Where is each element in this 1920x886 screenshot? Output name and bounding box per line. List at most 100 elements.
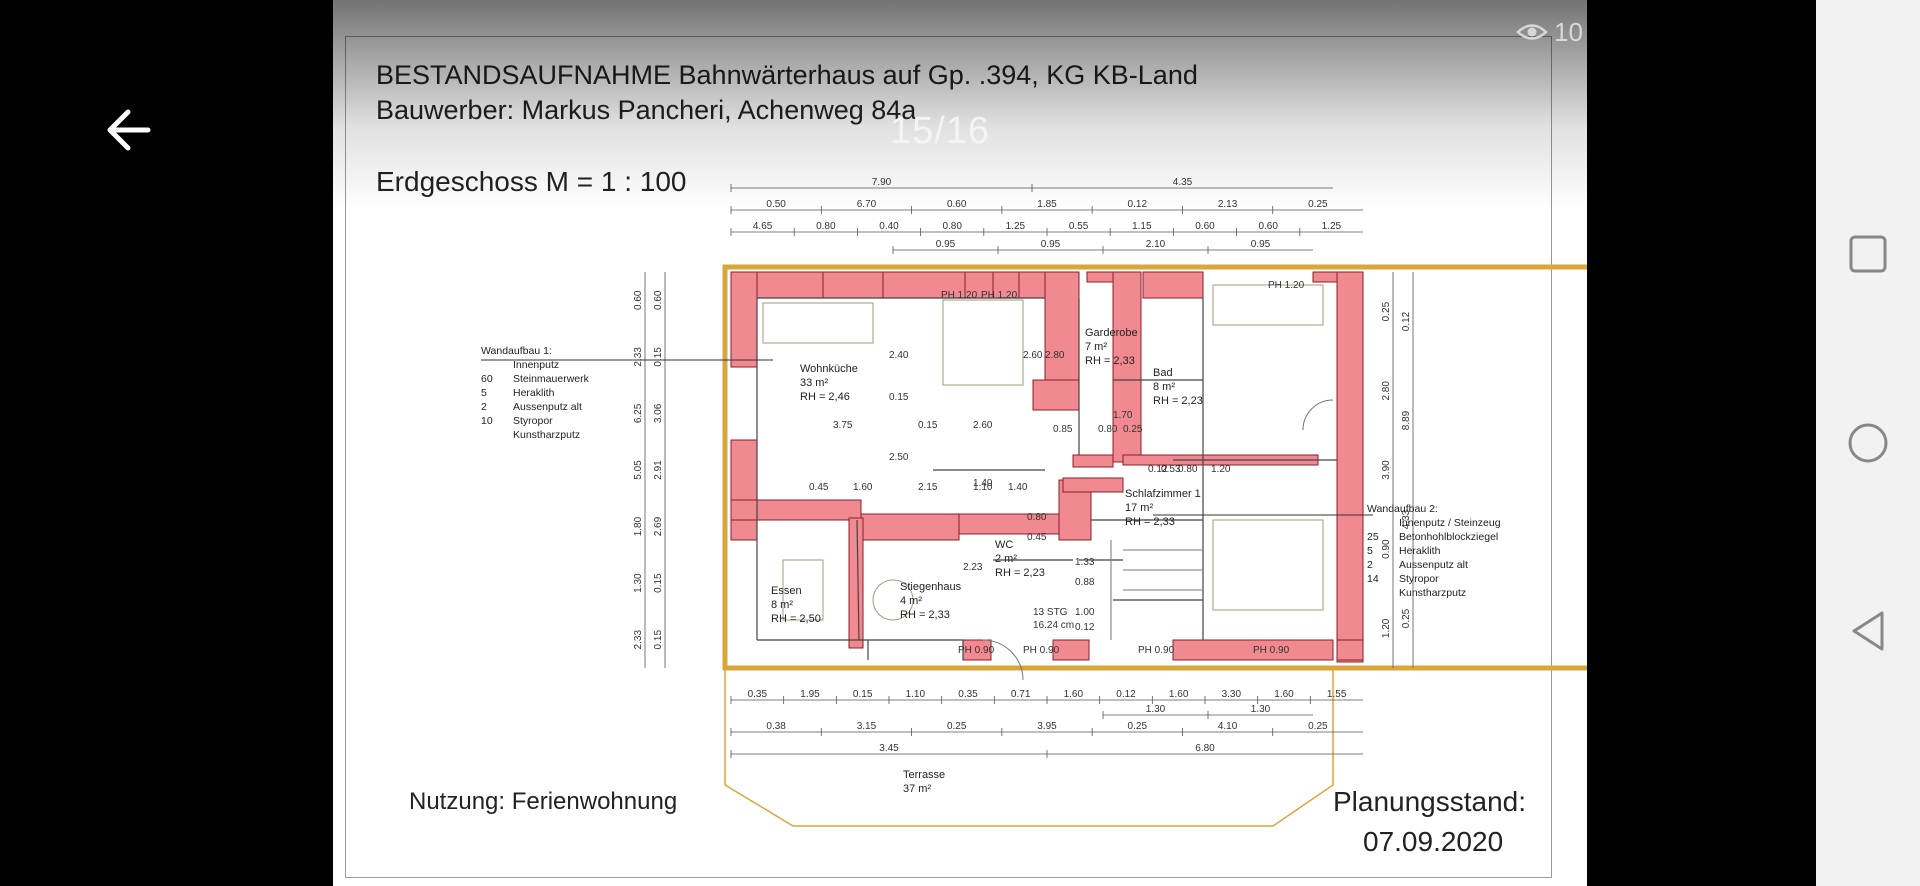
wall-segment	[1336, 639, 1364, 661]
dimension-label-right: 0.25	[1381, 301, 1392, 321]
inner-dimension-label: PH 0.90	[1253, 645, 1290, 656]
home-button[interactable]	[1838, 413, 1898, 473]
dimension-label-top: 0.50	[766, 199, 786, 210]
room-label-wohnkueche: RH = 2,46	[800, 391, 850, 403]
dimension-label-bottom: 0.25	[1128, 721, 1148, 732]
dimension-label-left: 0.15	[653, 573, 664, 593]
wall-segment	[1312, 271, 1340, 283]
circle-icon	[1848, 423, 1888, 463]
dimension-label-bottom: 3.95	[1037, 721, 1057, 732]
wall-segment	[848, 517, 864, 649]
dimension-label-top: 0.80	[816, 221, 836, 232]
room-label-terrasse: Terrasse	[903, 769, 945, 781]
terrace-outline	[724, 668, 1334, 827]
dimension-label-bottom: 3.15	[857, 721, 877, 732]
dining-table	[872, 579, 914, 621]
inner-dimension-label: 0.25	[1123, 424, 1143, 435]
inner-dimension-label: 1.60	[853, 482, 873, 493]
room-label-bad: 8 m²	[1153, 381, 1175, 393]
wandaufbau1-thickness: 60	[481, 373, 493, 385]
square-icon	[1849, 235, 1887, 273]
wandaufbau2-material: Kunstharzputz	[1399, 587, 1466, 599]
back-button[interactable]	[100, 100, 160, 160]
dimension-label-top: 1.15	[1132, 221, 1152, 232]
wall-segment	[730, 271, 758, 368]
dimension-label-left: 0.60	[653, 290, 664, 310]
dimension-label-bottom: 1.60	[1169, 689, 1189, 700]
walls	[722, 264, 1587, 827]
room-label-schlafzimmer: Schlafzimmer 1	[1125, 488, 1201, 500]
room-label-garderobe: 7 m²	[1085, 341, 1107, 353]
dimension-label-bottom: 0.71	[1011, 689, 1031, 700]
inner-dimension-label: 1.33	[1075, 557, 1095, 568]
interior-line	[856, 519, 860, 641]
wandaufbau1-material: Heraklith	[513, 387, 555, 399]
dimension-label-left: 0.60	[633, 290, 644, 310]
wandaufbau2-material: Heraklith	[1399, 545, 1441, 557]
dimension-label-top: 0.40	[879, 221, 899, 232]
wandaufbau1-material: Kunstharzputz	[513, 429, 580, 441]
inner-dimension-label: 1.10	[973, 482, 993, 493]
door-swing	[1302, 399, 1334, 431]
dimension-label-bottom: 0.38	[766, 721, 786, 732]
system-navigation-bar	[1816, 0, 1920, 886]
inner-dimension-label: 1.70	[1113, 410, 1133, 421]
dimension-label-top: 0.95	[1251, 239, 1271, 250]
planning-status-label: Planungsstand:	[1333, 786, 1527, 817]
dimension-label-top: 0.80	[942, 221, 962, 232]
dimension-label-top: 0.25	[1308, 199, 1328, 210]
dimension-label-top: 1.85	[1037, 199, 1057, 210]
dimension-label-top: 4.65	[753, 221, 773, 232]
inner-dimension-label: PH 1.20	[941, 290, 978, 301]
room-label-wohnkueche: Wohnküche	[800, 363, 858, 375]
wall-segment	[1062, 477, 1124, 493]
dimension-label-top: 4.35	[1173, 177, 1193, 188]
dimension-label-top: 0.12	[1128, 199, 1148, 210]
recents-button[interactable]	[1838, 224, 1898, 284]
dimension-label-bottom: 1.95	[800, 689, 820, 700]
inner-dimension-label: 2.80	[1045, 350, 1065, 361]
wall-segment	[848, 513, 960, 541]
dimension-label-bottom: 3.30	[1222, 689, 1242, 700]
room-label-stiegenhaus: 4 m²	[900, 595, 922, 607]
room-label-stiegenhaus: RH = 2,33	[900, 609, 950, 621]
dimension-label-left: 2.69	[653, 516, 664, 536]
usage-label: Nutzung: Ferienwohnung	[409, 788, 678, 815]
room-label-bad: RH = 2,23	[1153, 395, 1203, 407]
inner-dimension-label: 0.15	[889, 392, 909, 403]
dimension-label-bottom: 0.25	[947, 721, 967, 732]
dimension-label-left: 2.33	[633, 630, 644, 650]
dimension-label-top: 0.60	[1258, 221, 1278, 232]
wandaufbau2-material: Betonhohlblockziegel	[1399, 531, 1498, 543]
insulation-outline	[722, 264, 1335, 668]
wall-segment	[1172, 639, 1334, 661]
inner-dimension-label: 2.15	[918, 482, 938, 493]
inner-dimension-label: 0.53	[1161, 464, 1181, 475]
inner-dimension-label: 1.40	[973, 478, 993, 489]
inner-dimension-label: 0.85	[1053, 424, 1073, 435]
wandaufbau1-thickness: 10	[481, 415, 493, 427]
wandaufbau2-thickness: 14	[1367, 573, 1379, 585]
dimension-label-top: 1.25	[1006, 221, 1026, 232]
inner-dimension-label: 2.50	[889, 452, 909, 463]
inner-dimension-label: 0.45	[1027, 532, 1047, 543]
dimension-label-right: 3.90	[1381, 460, 1392, 480]
door-swing	[982, 639, 1024, 681]
dimension-label-bottom: 1.60	[1064, 689, 1084, 700]
dimension-label-right: 2.80	[1381, 381, 1392, 401]
inner-dimension-label: 1.00	[1075, 607, 1095, 618]
dimension-label-top: 2.13	[1218, 199, 1238, 210]
system-back-button[interactable]	[1838, 601, 1898, 661]
inner-dimension-label: 16.24 cm	[1033, 620, 1074, 631]
inner-dimension-label: 0.45	[809, 482, 829, 493]
inner-dimension-label: PH 1.20	[1268, 280, 1305, 291]
dimension-label-bottom: 0.25	[1308, 721, 1328, 732]
inner-dimension-label: 0.80	[1027, 512, 1047, 523]
wall-segment	[1072, 454, 1114, 468]
wandaufbau2-thickness: 25	[1367, 531, 1379, 543]
furniture	[762, 284, 1334, 681]
cabinet	[782, 559, 824, 621]
bed	[1212, 519, 1324, 611]
image-viewer: BESTANDSAUFNAHME Bahnwärterhaus auf Gp. …	[100, 0, 1587, 886]
